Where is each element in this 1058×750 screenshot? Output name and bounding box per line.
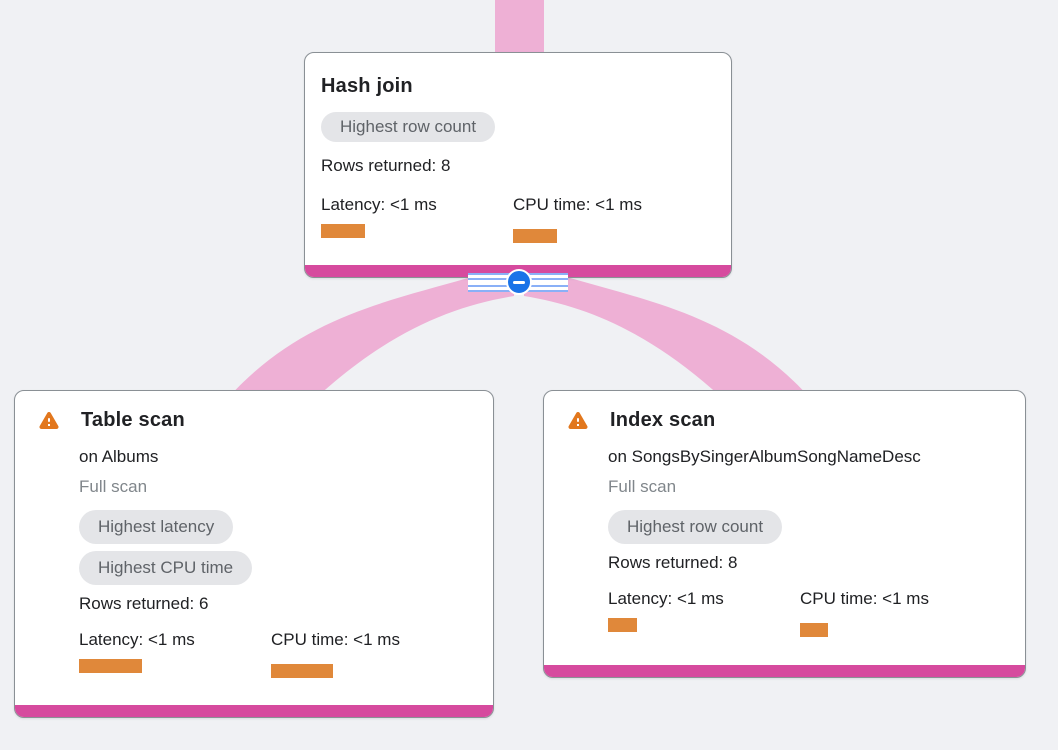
badge-stack: Highest row count (608, 510, 783, 544)
edge-hashjoin-to-indexscan (524, 278, 810, 398)
cpu-time-bar (513, 229, 557, 243)
node-title: Table scan (81, 409, 185, 431)
node-header: Index scan (566, 407, 1003, 433)
edge-parent-incoming (495, 0, 544, 56)
node-accent-bar (15, 705, 493, 717)
node-hash-join[interactable]: Hash join Highest row count Rows returne… (304, 52, 732, 278)
scan-target-text: on Albums (79, 447, 159, 466)
latency-label: Latency: <1 ms (608, 589, 724, 608)
cpu-time-label: CPU time: <1 ms (800, 589, 929, 608)
node-title: Index scan (610, 409, 716, 431)
cpu-time-metric: CPU time: <1 ms (271, 629, 463, 678)
metrics-row: Latency: <1 ms CPU time: <1 ms (321, 194, 705, 243)
cpu-time-bar (271, 664, 333, 678)
scan-type-text: Full scan (79, 477, 148, 496)
scan-target-text: on SongsBySingerAlbumSongNameDesc (608, 447, 921, 466)
warning-icon (568, 411, 588, 429)
highest-row-count-badge: Highest row count (321, 112, 496, 142)
cpu-time-metric: CPU time: <1 ms (513, 194, 705, 243)
badge-stack: Highest latency Highest CPU time (79, 510, 253, 585)
latency-bar (608, 618, 637, 632)
cpu-time-label: CPU time: <1 ms (271, 630, 400, 649)
latency-metric: Latency: <1 ms (321, 194, 513, 243)
cpu-time-bar (800, 623, 828, 637)
node-table-scan[interactable]: Table scan on Albums Full scan Highest l… (14, 390, 494, 718)
cpu-time-metric: CPU time: <1 ms (800, 588, 992, 637)
rows-returned-text: Rows returned: 8 (321, 156, 451, 175)
node-body: on Albums Full scan Highest latency High… (79, 433, 471, 678)
latency-metric: Latency: <1 ms (608, 588, 800, 637)
node-index-scan[interactable]: Index scan on SongsBySingerAlbumSongName… (543, 390, 1026, 678)
latency-label: Latency: <1 ms (321, 195, 437, 214)
edge-hashjoin-to-tablescan (228, 278, 514, 398)
highest-cpu-time-badge: Highest CPU time (79, 551, 253, 585)
cpu-time-label: CPU time: <1 ms (513, 195, 642, 214)
node-body: on SongsBySingerAlbumSongNameDesc Full s… (608, 433, 1003, 637)
metrics-row: Latency: <1 ms CPU time: <1 ms (79, 629, 463, 678)
latency-bar (321, 224, 365, 238)
latency-metric: Latency: <1 ms (79, 629, 271, 678)
node-accent-bar (544, 665, 1025, 677)
node-body: Highest row count Rows returned: 8 Laten… (321, 99, 715, 243)
highest-row-count-badge: Highest row count (608, 510, 783, 544)
metrics-row: Latency: <1 ms CPU time: <1 ms (608, 588, 992, 637)
node-header: Table scan (37, 407, 471, 433)
node-header: Hash join (321, 73, 715, 99)
rows-returned-text: Rows returned: 8 (608, 553, 738, 572)
warning-icon (39, 411, 59, 429)
minus-icon (513, 280, 525, 284)
badge-stack: Highest row count (321, 112, 496, 142)
collapse-children-button[interactable] (506, 269, 532, 295)
node-title: Hash join (321, 75, 413, 97)
latency-label: Latency: <1 ms (79, 630, 195, 649)
latency-bar (79, 659, 142, 673)
scan-type-text: Full scan (608, 477, 677, 496)
highest-latency-badge: Highest latency (79, 510, 234, 544)
rows-returned-text: Rows returned: 6 (79, 594, 209, 613)
